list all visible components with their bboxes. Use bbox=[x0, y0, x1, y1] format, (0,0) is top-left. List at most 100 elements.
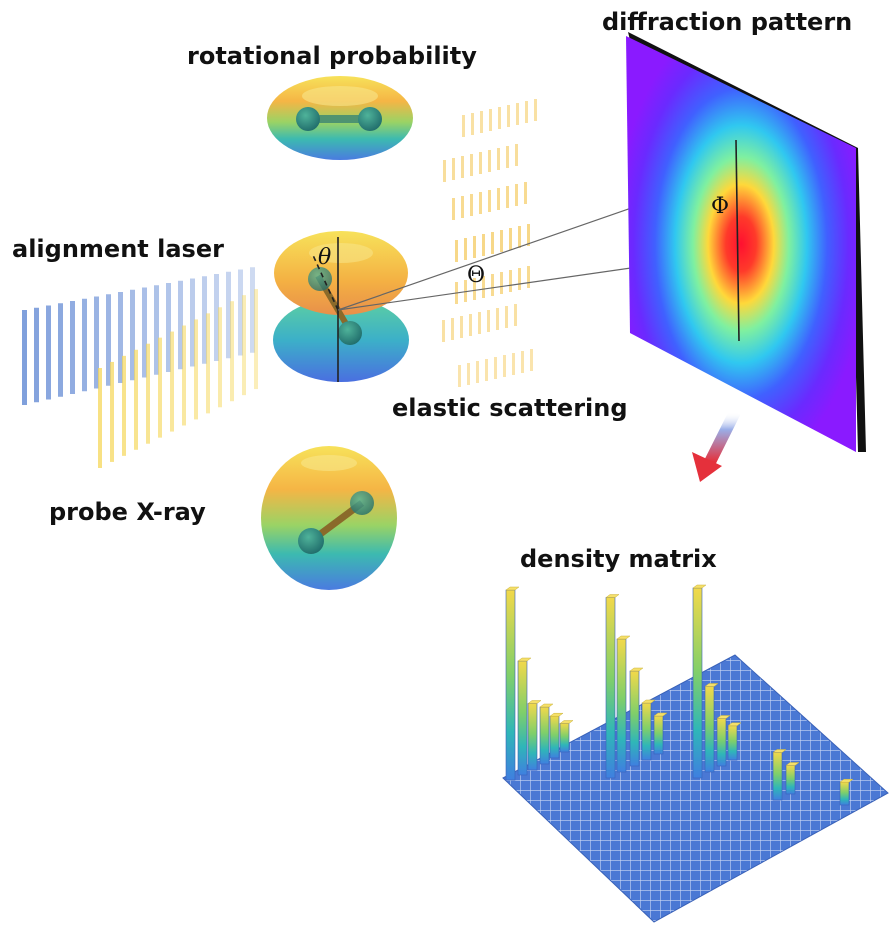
scattered-wavelet bbox=[527, 224, 530, 246]
xray-wavefront bbox=[146, 343, 150, 444]
scattered-wavelet bbox=[473, 278, 476, 300]
aligned-molecule: θ bbox=[273, 231, 409, 382]
laser-wavefront bbox=[94, 296, 99, 389]
density-matrix-bar-top bbox=[692, 584, 707, 589]
scattered-wavelet bbox=[451, 318, 454, 340]
scattered-wavelet bbox=[514, 304, 517, 326]
xray-wavefront bbox=[182, 325, 186, 426]
xray-wavefront bbox=[110, 361, 114, 462]
scattered-wavelet bbox=[470, 154, 473, 176]
xray-wavefront bbox=[122, 355, 126, 456]
scattered-wavelet bbox=[491, 274, 494, 296]
scattered-wavelet bbox=[443, 160, 446, 182]
scattered-wavelet bbox=[482, 276, 485, 298]
laser-wavefront bbox=[190, 278, 195, 367]
scattered-wavelet bbox=[488, 150, 491, 172]
scattered-wavelet bbox=[467, 363, 470, 385]
probe-xray-beam bbox=[98, 289, 258, 468]
density-matrix-bar bbox=[839, 781, 850, 806]
density-matrix-bar-top bbox=[549, 712, 564, 717]
alignment-laser-beam bbox=[22, 267, 255, 405]
density-matrix-bar bbox=[727, 725, 738, 761]
density-matrix-bar-top bbox=[716, 715, 731, 719]
density-matrix-bar bbox=[641, 702, 652, 761]
xray-wavefront bbox=[158, 337, 162, 438]
phi-symbol: Φ bbox=[711, 194, 729, 219]
scattered-wavelet bbox=[506, 186, 509, 208]
scattered-wavelet bbox=[491, 232, 494, 254]
xray-wavefront bbox=[98, 368, 102, 468]
scattered-wavelet bbox=[461, 156, 464, 178]
scattered-wavelet bbox=[464, 280, 467, 302]
scattered-wavelet bbox=[497, 188, 500, 210]
scattered-wavelet bbox=[461, 196, 464, 218]
scattered-wavelet bbox=[500, 230, 503, 252]
scattered-wavelet bbox=[485, 359, 488, 381]
scattered-wavelet bbox=[506, 146, 509, 168]
density-matrix-bar-top bbox=[605, 594, 620, 598]
density-matrix-bar-top bbox=[616, 635, 631, 640]
density-matrix-bar bbox=[692, 587, 703, 779]
xray-wavefront bbox=[242, 295, 246, 396]
density-matrix-bar bbox=[527, 703, 538, 771]
scattered-wavelet bbox=[515, 184, 518, 206]
scattered-wavelet bbox=[509, 228, 512, 250]
scattered-wavelet bbox=[455, 240, 458, 262]
laser-wavefront bbox=[34, 307, 39, 403]
density-matrix-bar bbox=[559, 723, 570, 753]
molecule-bond-dashed-line bbox=[311, 252, 339, 311]
laser-wavefront bbox=[130, 289, 135, 381]
label-elastic-scattering: elastic scattering bbox=[392, 394, 628, 422]
scattered-wavelet bbox=[478, 312, 481, 334]
density-matrix-bar bbox=[704, 686, 715, 773]
diffraction-screen: Φ bbox=[626, 32, 866, 452]
density-matrix-bar bbox=[629, 670, 640, 767]
density-matrix-bar bbox=[605, 597, 616, 779]
scattered-wavelet bbox=[503, 355, 506, 377]
scattered-wavelet bbox=[460, 316, 463, 338]
scattered-wavelet bbox=[489, 109, 492, 131]
laser-wavefront bbox=[82, 298, 87, 392]
density-matrix-bar bbox=[785, 765, 796, 795]
xray-wavefront bbox=[170, 331, 174, 432]
scattered-wavelet bbox=[500, 272, 503, 294]
laser-wavefront bbox=[22, 310, 27, 405]
density-matrix-bar bbox=[772, 752, 783, 801]
xray-wavefront bbox=[254, 289, 258, 390]
scattered-wavelet bbox=[470, 194, 473, 216]
scattered-wavelet bbox=[516, 103, 519, 125]
density-matrix-plot bbox=[502, 584, 889, 923]
density-matrix-bar bbox=[517, 660, 528, 776]
scattered-wavelet bbox=[496, 308, 499, 330]
laser-wavefront bbox=[238, 269, 243, 356]
xray-wavefront bbox=[206, 313, 210, 414]
laser-wavefront bbox=[250, 267, 255, 353]
density-matrix-bar bbox=[653, 715, 664, 755]
density-matrix-bar-top bbox=[505, 586, 520, 591]
scattered-wavelet bbox=[452, 158, 455, 180]
density-matrix-bar bbox=[549, 715, 560, 759]
density-matrix-bar-top bbox=[517, 657, 532, 662]
xray-wavefront bbox=[230, 301, 234, 402]
laser-wavefront bbox=[202, 276, 207, 364]
density-matrix-bar bbox=[505, 589, 516, 781]
density-matrix-bar-top bbox=[629, 667, 644, 672]
density-matrix-bar-top bbox=[559, 720, 574, 724]
scattered-wavelet bbox=[530, 349, 533, 371]
scattered-wavelet bbox=[525, 101, 528, 123]
scattered-wavelet bbox=[480, 111, 483, 133]
density-matrix-bar-top bbox=[785, 762, 800, 766]
scattered-wavelet bbox=[471, 113, 474, 135]
scattered-wavelet bbox=[479, 192, 482, 214]
scattered-wavelet bbox=[518, 226, 521, 248]
density-matrix-bar-top bbox=[704, 683, 719, 687]
rotational-probability-molecule bbox=[267, 76, 413, 160]
theta-symbol: θ bbox=[318, 245, 331, 270]
laser-wavefront bbox=[154, 285, 159, 375]
scattered-wavelet bbox=[473, 236, 476, 258]
density-matrix-bar bbox=[539, 706, 550, 765]
scattered-wavelet bbox=[512, 353, 515, 375]
down-arrow-icon bbox=[692, 409, 741, 482]
laser-wavefront bbox=[70, 301, 75, 394]
